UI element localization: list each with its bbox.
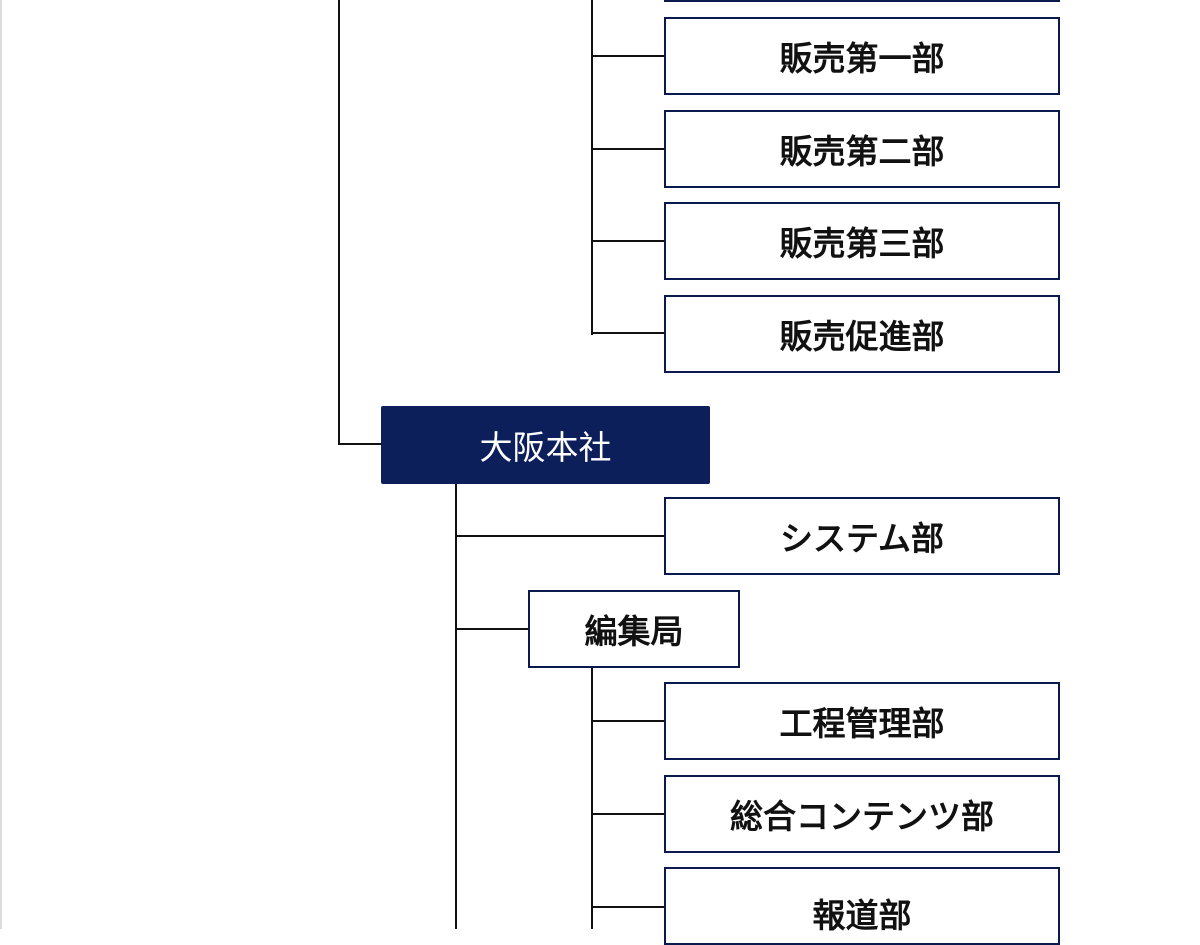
osaka-branch-connector xyxy=(455,482,457,929)
osaka-office-box: 大阪本社 xyxy=(381,406,710,484)
sales-promo-connector xyxy=(591,332,666,334)
department-box-process-management: 工程管理部 xyxy=(664,682,1060,760)
department-box-news: 報道部 xyxy=(664,867,1060,945)
content-connector xyxy=(591,813,666,815)
editorial-branch-connector xyxy=(591,667,593,929)
process-connector xyxy=(591,720,666,722)
editorial-bureau-box: 編集局 xyxy=(528,590,740,668)
department-box-sales-promotion: 販売促進部 xyxy=(664,295,1060,373)
editorial-connector xyxy=(455,628,530,630)
department-box-sales-1: 販売第一部 xyxy=(664,17,1060,95)
sales-1-connector xyxy=(591,55,666,57)
department-box-system: システム部 xyxy=(664,497,1060,575)
department-box-sales-3: 販売第三部 xyxy=(664,202,1060,280)
trunk-connector xyxy=(338,0,340,445)
sales-2-connector xyxy=(591,148,666,150)
sales-3-connector xyxy=(591,240,666,242)
department-box-sales-2: 販売第二部 xyxy=(664,110,1060,188)
sales-branch-connector xyxy=(591,0,593,335)
news-connector xyxy=(591,906,666,908)
department-box-general-content: 総合コンテンツ部 xyxy=(664,775,1060,853)
department-box-partial xyxy=(664,0,1060,2)
system-connector xyxy=(455,535,666,537)
page-edge xyxy=(0,0,2,929)
osaka-connector xyxy=(338,443,382,445)
